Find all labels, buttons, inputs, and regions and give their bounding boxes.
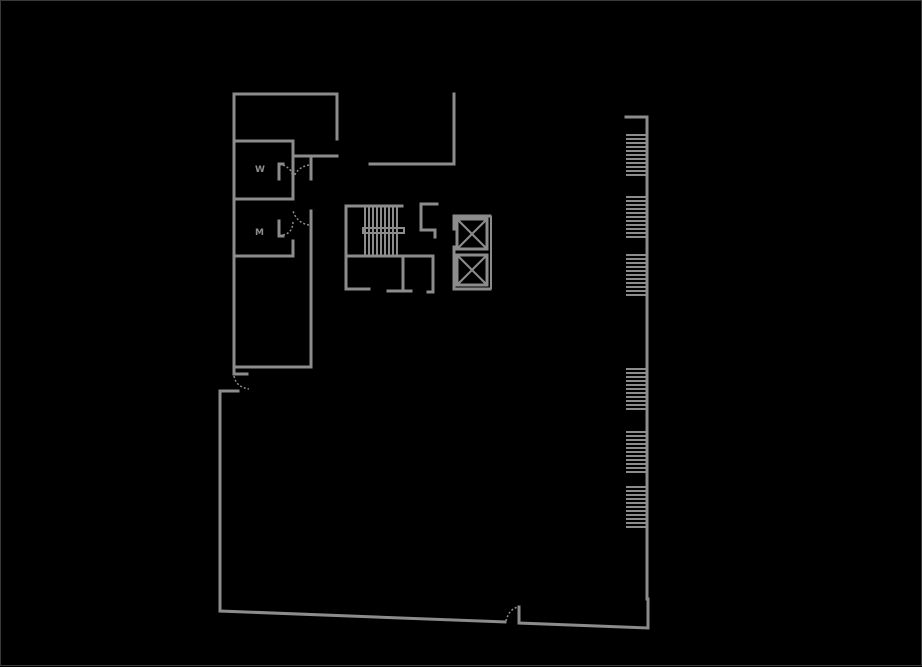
elevators <box>452 214 492 291</box>
restroom-women-label: W <box>255 165 265 175</box>
west-entrance <box>218 365 250 613</box>
window-group-1 <box>626 134 646 176</box>
core-block <box>232 92 456 166</box>
window-group-6 <box>626 486 646 528</box>
stair-treads <box>364 207 398 255</box>
elevator-1-car <box>455 217 489 251</box>
restroom-men-label: M <box>255 228 264 238</box>
window-group-2 <box>626 196 646 238</box>
window-group-5 <box>626 431 646 473</box>
elevator-2-car <box>455 253 489 287</box>
window-group-4 <box>626 368 646 410</box>
restrooms: W M <box>232 139 313 369</box>
exterior-walls <box>218 115 650 630</box>
window-group-3 <box>626 254 646 296</box>
stairwell <box>344 202 439 294</box>
open-floor-area <box>223 301 643 601</box>
window-louvers <box>626 134 646 528</box>
